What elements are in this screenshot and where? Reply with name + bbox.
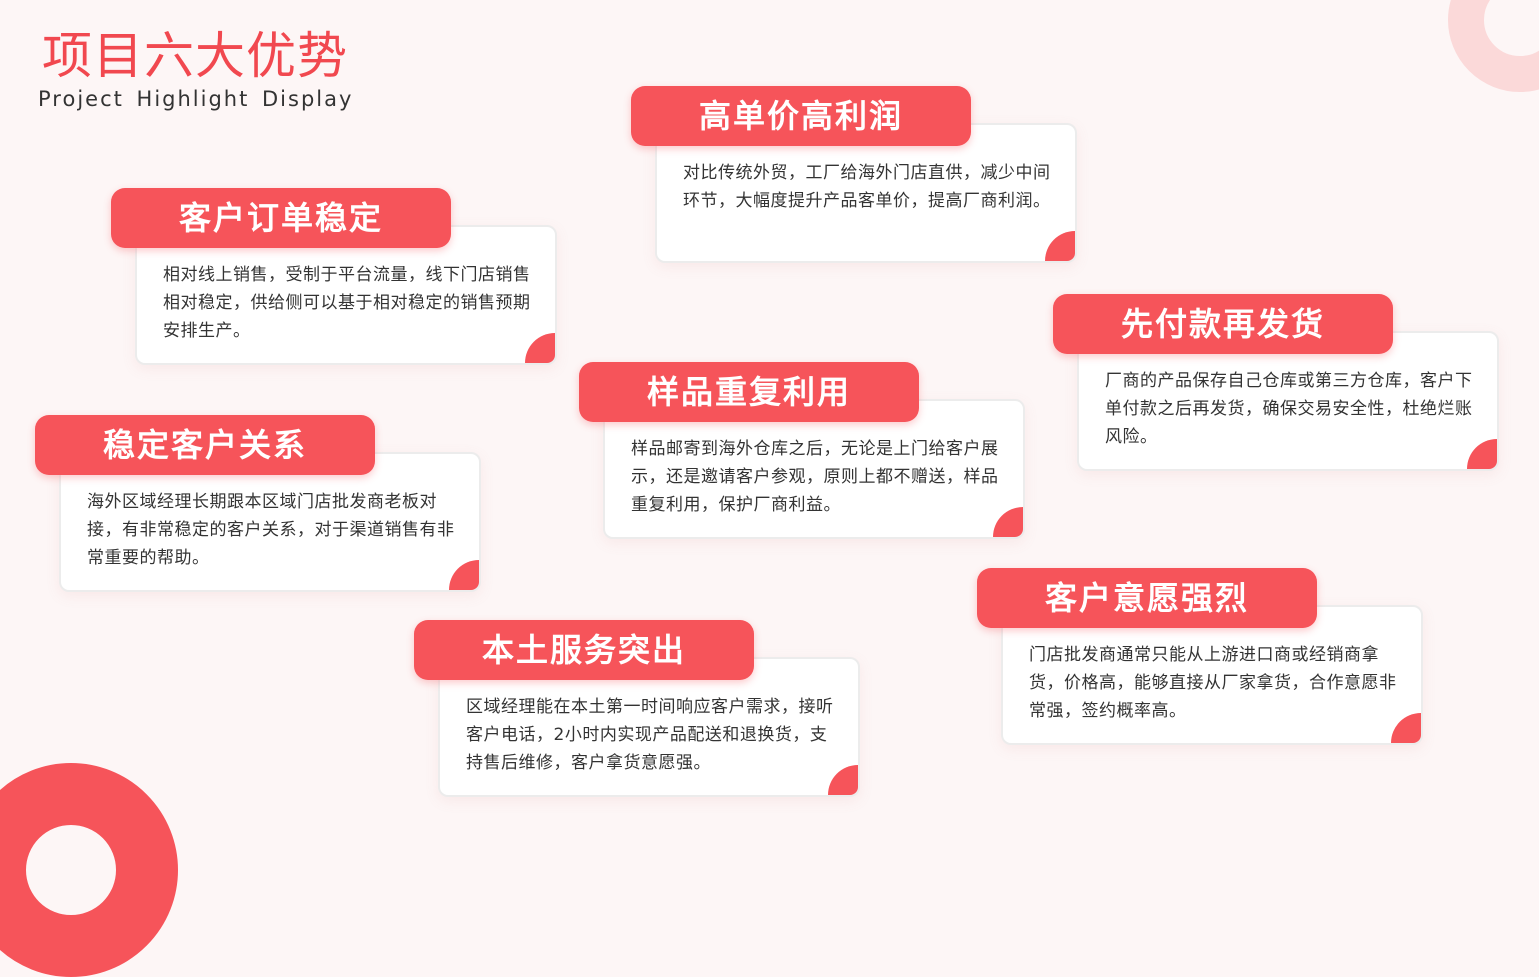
advantage-card-body: 相对线上销售，受制于平台流量，线下门店销售相对稳定，供给侧可以基于相对稳定的销售… (135, 225, 557, 365)
advantage-card-title: 高单价高利润 (631, 86, 971, 146)
advantage-card-title: 本土服务突出 (414, 620, 754, 680)
advantage-card-body: 样品邮寄到海外仓库之后，无论是上门给客户展示，还是邀请客户参观，原则上都不赠送，… (603, 399, 1025, 539)
corner-decoration (1045, 231, 1075, 261)
advantage-card-description: 相对线上销售，受制于平台流量，线下门店销售相对稳定，供给侧可以基于相对稳定的销售… (163, 265, 531, 341)
advantage-card-body: 海外区域经理长期跟本区域门店批发商老板对接，有非常稳定的客户关系，对于渠道销售有… (59, 452, 481, 592)
advantage-card-description: 对比传统外贸，工厂给海外门店直供，减少中间环节，大幅度提升产品客单价，提高厂商利… (683, 163, 1051, 211)
advantage-card-body: 区域经理能在本土第一时间响应客户需求，接听客户电话，2小时内实现产品配送和退换货… (438, 657, 860, 797)
advantage-card-title: 样品重复利用 (579, 362, 919, 422)
advantage-card-description: 厂商的产品保存自己仓库或第三方仓库，客户下单付款之后再发货，确保交易安全性，杜绝… (1105, 371, 1473, 447)
advantage-card-title: 客户意愿强烈 (977, 568, 1317, 628)
advantage-card-description: 海外区域经理长期跟本区域门店批发商老板对接，有非常稳定的客户关系，对于渠道销售有… (87, 492, 455, 568)
advantage-card-description: 样品邮寄到海外仓库之后，无论是上门给客户展示，还是邀请客户参观，原则上都不赠送，… (631, 439, 999, 515)
advantage-card-body: 门店批发商通常只能从上游进口商或经销商拿货，价格高，能够直接从厂家拿货，合作意愿… (1001, 605, 1423, 745)
advantage-card-description: 门店批发商通常只能从上游进口商或经销商拿货，价格高，能够直接从厂家拿货，合作意愿… (1029, 645, 1397, 721)
advantage-card-title: 稳定客户关系 (35, 415, 375, 475)
decorative-ring-top-right (1448, 0, 1539, 92)
advantage-card-title: 客户订单稳定 (111, 188, 451, 248)
decorative-ring-bottom-left (0, 763, 178, 977)
page-title: 项目六大优势 (42, 27, 348, 85)
advantage-card-body: 对比传统外贸，工厂给海外门店直供，减少中间环节，大幅度提升产品客单价，提高厂商利… (655, 123, 1077, 263)
page-subtitle: Project Highlight Display (38, 87, 354, 111)
advantage-card-title: 先付款再发货 (1053, 294, 1393, 354)
advantage-card-body: 厂商的产品保存自己仓库或第三方仓库，客户下单付款之后再发货，确保交易安全性，杜绝… (1077, 331, 1499, 471)
advantage-card-description: 区域经理能在本土第一时间响应客户需求，接听客户电话，2小时内实现产品配送和退换货… (466, 697, 834, 773)
